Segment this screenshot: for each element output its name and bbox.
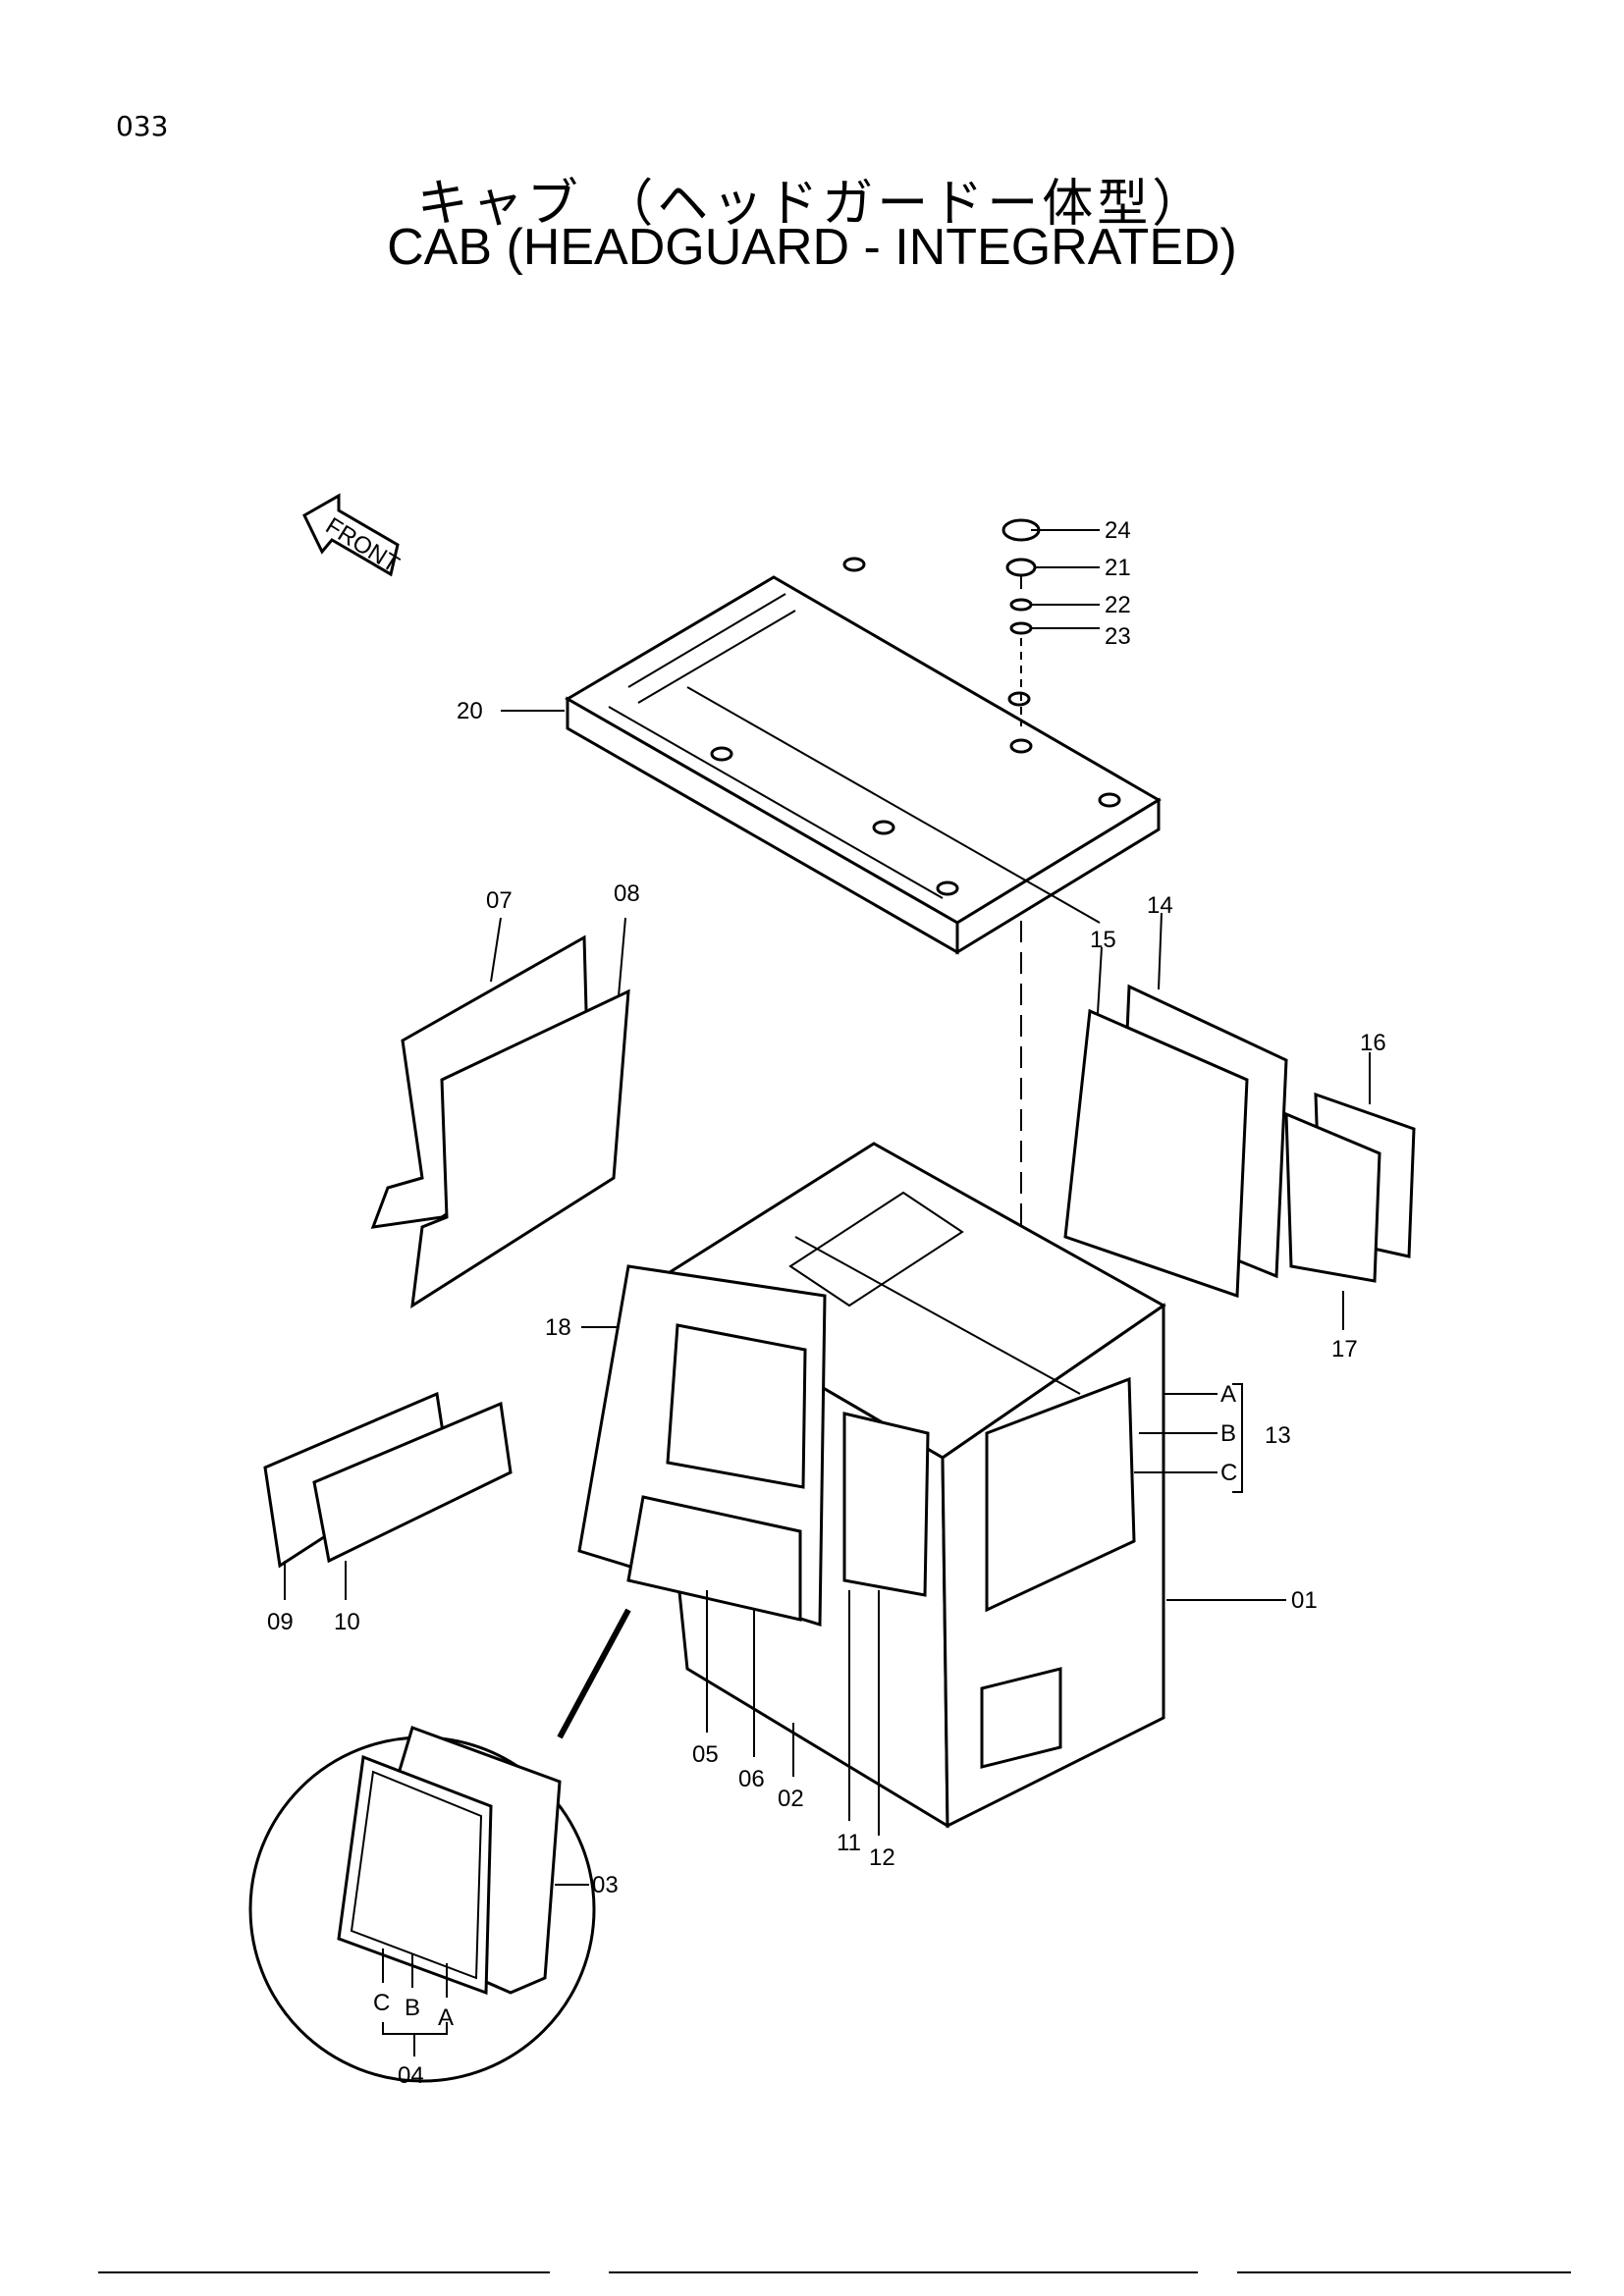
label-04: 04 bbox=[398, 2062, 424, 2089]
rear-window-glass bbox=[1284, 1092, 1416, 1283]
front-arrow-icon: FRONT bbox=[302, 493, 405, 578]
label-08: 08 bbox=[614, 881, 640, 907]
label-02: 02 bbox=[778, 1786, 804, 1812]
label-21: 21 bbox=[1105, 555, 1131, 581]
label-13-a: A bbox=[1220, 1381, 1236, 1408]
page-number: 033 bbox=[116, 110, 169, 142]
label-13-b: B bbox=[1220, 1420, 1236, 1447]
left-window-glass bbox=[370, 934, 630, 1308]
front-lower-glass bbox=[263, 1391, 513, 1569]
label-17: 17 bbox=[1331, 1336, 1358, 1362]
detail-circle-window bbox=[248, 1608, 631, 2083]
label-05: 05 bbox=[692, 1741, 719, 1768]
callout-labels: 24 21 22 23 20 07 08 15 14 16 17 18 A B … bbox=[267, 517, 1386, 2089]
right-window-glass bbox=[1063, 984, 1288, 1299]
leader-lines bbox=[284, 529, 1371, 2056]
label-01: 01 bbox=[1291, 1587, 1318, 1614]
label-15: 15 bbox=[1090, 927, 1116, 953]
label-06: 06 bbox=[738, 1766, 765, 1792]
label-16: 16 bbox=[1360, 1030, 1386, 1056]
label-13: 13 bbox=[1265, 1422, 1291, 1449]
label-04-c: C bbox=[373, 1990, 390, 2016]
cab-door bbox=[577, 1264, 930, 1628]
label-18: 18 bbox=[545, 1314, 571, 1341]
label-09: 09 bbox=[267, 1609, 294, 1635]
label-12: 12 bbox=[869, 1844, 895, 1871]
title-english: CAB (HEADGUARD - INTEGRATED) bbox=[387, 219, 1237, 276]
label-04-b: B bbox=[405, 1995, 420, 2021]
label-07: 07 bbox=[486, 887, 513, 914]
headguard-panel bbox=[565, 557, 1162, 955]
label-13-c: C bbox=[1220, 1460, 1237, 1486]
title-japanese: キャブ （ヘッドガードー体型） bbox=[416, 175, 1208, 234]
label-03: 03 bbox=[592, 1872, 619, 1898]
label-10: 10 bbox=[334, 1609, 360, 1635]
label-20: 20 bbox=[457, 698, 483, 724]
label-22: 22 bbox=[1105, 592, 1131, 618]
label-04-a: A bbox=[438, 2004, 454, 2031]
label-23: 23 bbox=[1105, 623, 1131, 650]
label-14: 14 bbox=[1147, 892, 1173, 919]
label-24: 24 bbox=[1105, 517, 1131, 544]
label-11: 11 bbox=[837, 1830, 861, 1856]
